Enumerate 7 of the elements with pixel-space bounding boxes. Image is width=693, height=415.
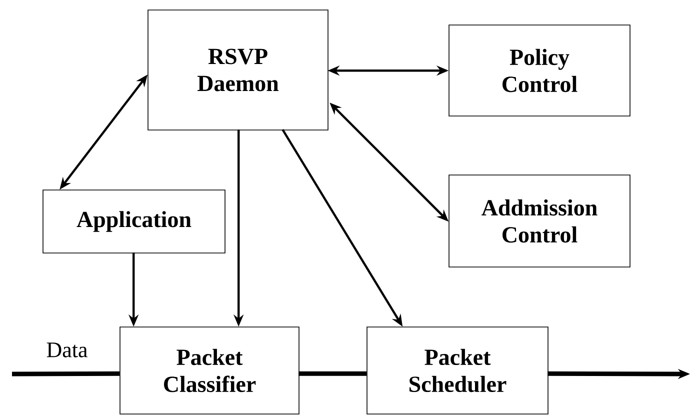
process-box: Packet Classifier xyxy=(120,326,300,414)
process-box: RSVP Daemon xyxy=(148,10,328,130)
process-box: Addmission Control xyxy=(448,174,630,268)
process-box: Application xyxy=(42,190,226,254)
process-box: Packet Scheduler xyxy=(366,326,548,414)
process-box: Policy Control xyxy=(448,24,630,116)
edge-label: Data xyxy=(45,342,89,358)
